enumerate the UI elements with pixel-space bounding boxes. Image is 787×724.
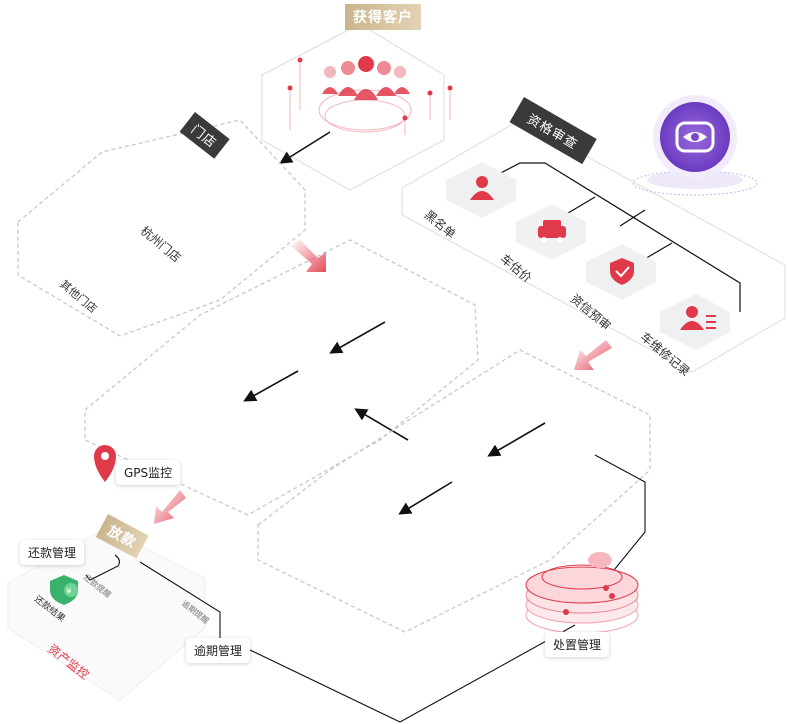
eye-badge-icon [632,95,758,196]
crowd-icon [287,56,453,135]
flow-arrow [329,321,386,354]
flow-arrow [279,131,331,164]
review-icon-car-valuation [516,204,586,260]
review-icon-blacklist [446,162,516,218]
flow-arrow [243,370,299,402]
flow-arrow [354,408,409,441]
disposal-management-label: 处置管理 [545,632,610,657]
location-pin-icon [94,445,116,482]
review-icon-repair-record [660,294,730,350]
disposal-stack-icon [525,552,639,634]
money-shield-icon: ¥ [50,575,78,605]
disposal-connector [594,454,646,576]
review-connector [467,162,741,312]
repayment-management-label: 还款管理 [20,540,85,565]
gps-monitoring-label: GPS监控 [116,460,181,485]
flow-arrow [398,481,453,515]
overdue-connector [249,624,576,723]
red-flow-arrow [154,490,186,524]
acquire-customers-tag: 获得客户 [345,4,421,30]
svg-text:¥: ¥ [66,587,72,597]
flow-arrow [487,422,546,457]
review-icon-credit-precheck [586,244,656,300]
red-flow-arrow [290,240,326,272]
store-panel-outline [17,119,306,337]
red-flow-arrow [574,340,612,370]
customer-platform [261,23,453,191]
overdue-management-label: 逾期管理 [186,638,251,663]
